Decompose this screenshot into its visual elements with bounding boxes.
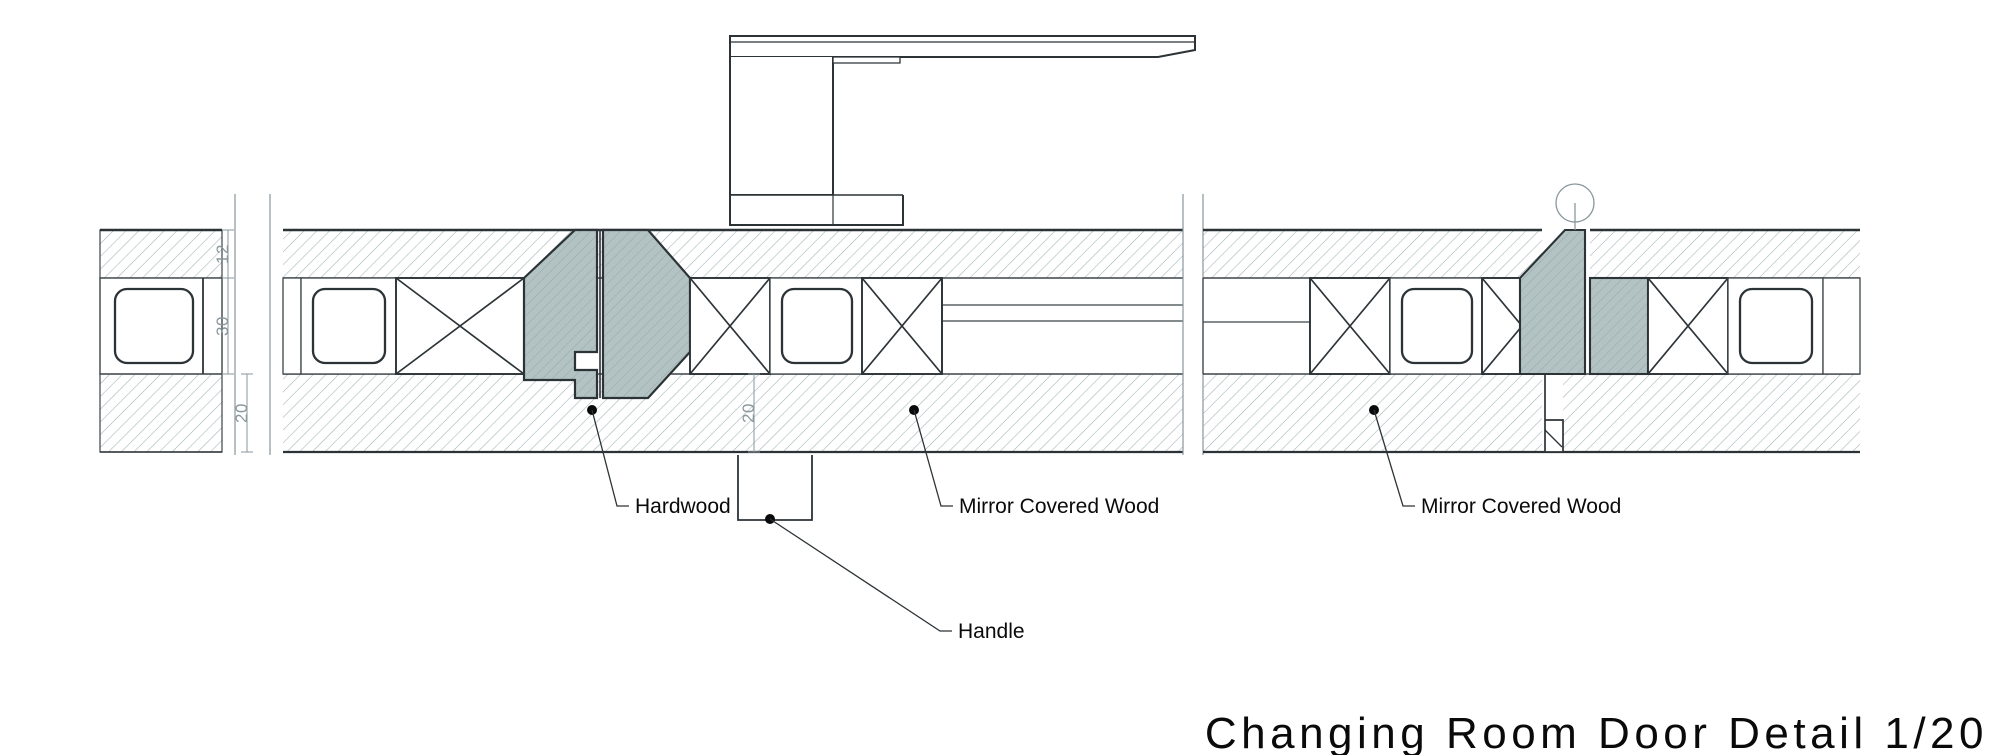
annotation-mirror-covered-wood-right: Mirror Covered Wood bbox=[1369, 405, 1621, 518]
annotation-layer: Hardwood Mirror Covered Wood Handle Mirr… bbox=[587, 405, 1621, 643]
annotation-label-mirror-covered-wood-right: Mirror Covered Wood bbox=[1421, 495, 1621, 518]
center-door-assembly bbox=[282, 228, 1183, 454]
leader-line bbox=[591, 409, 629, 507]
hardwood-jamb-right bbox=[1518, 228, 1650, 376]
annotation-label-hardwood: Hardwood bbox=[635, 495, 731, 518]
leader-line bbox=[1373, 409, 1415, 507]
annotation-mirror-covered-wood-left: Mirror Covered Wood bbox=[909, 405, 1159, 518]
hardwood-jamb-left bbox=[522, 228, 692, 400]
annotation-handle: Handle bbox=[765, 514, 1025, 643]
right-door-assembly bbox=[1202, 228, 1861, 454]
dimension-label-30: 30 bbox=[213, 316, 232, 336]
dimension-label-20-center: 20 bbox=[739, 403, 758, 423]
door-handle-profile bbox=[737, 455, 813, 521]
leader-line bbox=[913, 409, 953, 507]
canopy-profile bbox=[729, 35, 1196, 226]
annotation-label-mirror-covered-wood-left: Mirror Covered Wood bbox=[959, 495, 1159, 518]
left-wall-section bbox=[99, 228, 223, 453]
annotation-label-handle: Handle bbox=[958, 620, 1025, 643]
annotation-hardwood: Hardwood bbox=[587, 405, 731, 518]
left-reference-lines bbox=[234, 194, 271, 455]
dimension-stack-left: 12 30 20 bbox=[213, 229, 253, 453]
dimension-label-12: 12 bbox=[213, 244, 232, 264]
dimension-20-center: 20 bbox=[739, 373, 760, 453]
leader-line bbox=[769, 518, 952, 632]
detail-circle-marker[interactable] bbox=[1555, 183, 1595, 230]
drawing-title: Changing Room Door Detail 1/20 bbox=[1205, 709, 1988, 755]
dimension-label-20-left: 20 bbox=[232, 403, 251, 423]
